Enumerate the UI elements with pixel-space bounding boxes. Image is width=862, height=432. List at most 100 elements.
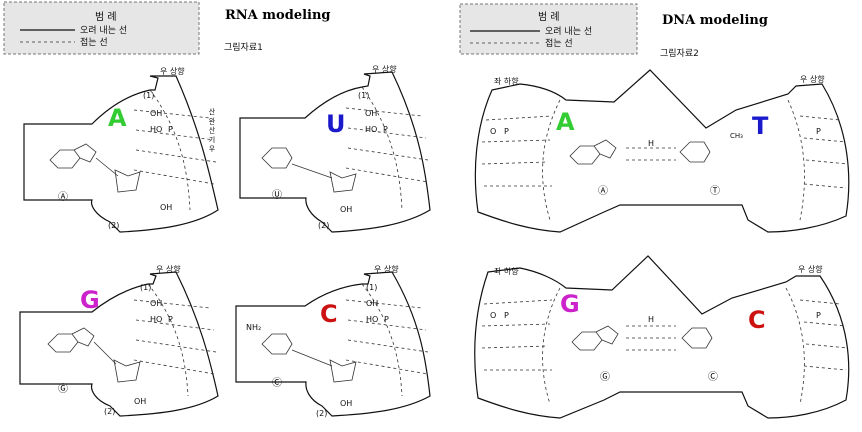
circled-base: Ⓖ [58,383,68,395]
dna-pair-g-c: G C H O P P Ⓖ Ⓒ 좌 하향 우 상향 [474,255,850,419]
p-label-left: P [504,127,509,136]
hydrogen-bonds [626,147,676,161]
card-outline [474,69,850,233]
purine-ring [569,139,617,165]
rna-caption: 그림자료1 [224,41,263,53]
label-2: (2) [104,407,115,416]
label-1: (1) [366,283,377,292]
fold-line [149,89,191,211]
rna-title: RNA modeling [225,8,331,23]
oh-label: OH [366,299,378,308]
left-strand-direction: 좌 하향 [494,76,519,86]
card-outline [235,271,431,417]
side-text: 산 완 산 기 우 [208,107,216,153]
fold-lines [345,299,429,375]
fold-lines [345,107,429,183]
ch3-label: CH₃ [730,132,743,140]
rna-card-c: C NH₂ (1) (2) OH HO P OH Ⓒ 우 상향 [235,264,431,418]
right-base-letter: T [752,112,769,140]
pyrimidine-ring [681,327,713,349]
strand-direction: 우 상향 [160,66,185,76]
o-label: O [490,311,496,320]
fold-lines [542,99,805,221]
left-base-letter: G [560,290,580,318]
right-strand-direction: 우 상향 [798,264,823,274]
legend-dna: 범 례 오려 내는 선 접는 선 [459,3,638,55]
legend-box [3,1,200,55]
pyrimidine-ring [261,147,293,169]
right-circled-base: Ⓒ [708,371,718,383]
cut-lines [481,299,849,371]
legend-solid-label: 오려 내는 선 [545,26,592,37]
strand-direction: 우 상향 [372,64,397,74]
legend-box [459,3,638,55]
p-label: P [168,315,173,324]
oh-label: OH [150,109,162,118]
legend-title: 범 례 [538,11,560,23]
circled-base: Ⓐ [58,191,68,203]
oh-label-2: OH [340,205,352,214]
legend-dotted-label: 접는 선 [545,37,573,49]
label-2: (2) [316,409,327,418]
p-label: P [384,315,389,324]
dna-title: DNA modeling [662,13,768,28]
left-circled-base: Ⓐ [598,185,608,197]
left-base-letter: A [556,108,575,136]
card-outline [239,71,431,233]
strand-direction: 우 상향 [374,264,399,274]
purine-ring [47,327,95,353]
glycosidic-bond [95,157,119,177]
ribose-ring [114,169,141,193]
label-1: (1) [358,91,369,100]
card-outline [19,271,219,417]
p-label-right: P [816,127,821,136]
rna-card-a: A (1) (2) OH HO P OH Ⓐ 우 상향 산 완 산 기 우 [23,66,219,233]
oh-label-2: OH [340,399,352,408]
label-1: (1) [140,283,151,292]
oh-label: OH [365,109,377,118]
base-letter: G [80,286,100,314]
ho-label: HO [150,315,162,324]
p-label: P [383,125,388,134]
card-outline [474,255,850,419]
right-base-letter: C [748,306,766,334]
label-2: (2) [318,221,329,230]
pyrimidine-ring [261,333,293,355]
label-2: (2) [108,221,119,230]
right-circled-base: Ⓣ [710,185,720,197]
p-label-right: P [816,311,821,320]
p-label: P [168,125,173,134]
circled-base: Ⓒ [272,377,282,389]
p-label-left: P [504,311,509,320]
ribose-ring [329,359,357,383]
base-letter: C [320,300,338,328]
purine-ring [571,325,619,351]
cut-lines [481,115,849,189]
legend-rna: 범 례 오려 내는 선 접는 선 [3,1,200,55]
base-letter: A [108,104,127,132]
ribose-ring [113,359,141,383]
h-label: H [648,315,654,324]
nh2-label: NH₂ [246,323,261,332]
oh-label: OH [150,299,162,308]
ho-label: HO [150,125,162,134]
oh-label-2: OH [160,203,172,212]
right-strand-direction: 우 상향 [800,74,825,84]
fold-line [147,283,189,397]
base-letter: U [326,110,346,138]
purine-ring [49,143,97,169]
card-outline [23,75,219,233]
oh-label-2: OH [134,397,146,406]
left-strand-direction: 좌 하향 [494,266,519,276]
pyrimidine-ring [679,141,711,163]
legend-solid-label: 오려 내는 선 [80,25,127,36]
ho-label: HO [365,125,377,134]
ribose-ring [329,171,357,193]
ho-label: HO [366,315,378,324]
glycosidic-bond [93,341,117,365]
legend-title: 범 례 [95,11,117,23]
glycosidic-bond [291,163,333,179]
glycosidic-bond [291,349,333,367]
strand-direction: 우 상향 [156,264,181,274]
